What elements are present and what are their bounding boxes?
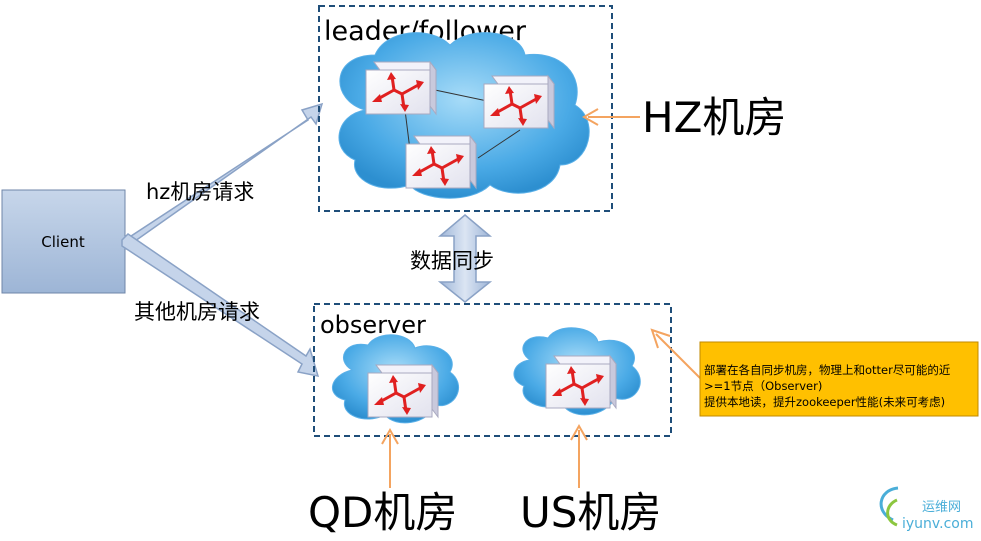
other-request-label: 其他机房请求 [134,300,260,324]
watermark-en: iyunv.com [902,516,973,532]
hz-router-2 [482,74,556,130]
observer-note-callout: 部署在各自同步机房，物理上和otter尽可能的近 >=1节点（Observer)… [650,328,979,417]
qd-router [366,363,440,419]
sync-label: 数据同步 [410,249,494,273]
hz-request-label: hz机房请求 [146,180,254,204]
hz-router-1 [364,60,438,116]
watermark-cn: 运维网 [922,500,961,515]
hz-links [404,89,521,159]
note-line-2: >=1节点（Observer) [704,379,822,393]
observer-cluster-box [313,303,672,437]
observer-box-title: observer [320,311,426,339]
watermark-logo: 运维网 iyunv.com [879,486,973,532]
hz-router-3 [404,134,478,190]
note-line-3: 提供本地读，提升zookeeper性能(未来可考虑) [704,395,945,409]
us-router [544,354,618,410]
hz-callout-arrow [581,108,640,126]
hz-room-label: HZ机房 [642,93,786,142]
sync-arrow [437,214,493,303]
us-room-label: US机房 [520,488,661,537]
us-callout-arrow [570,423,588,488]
qd-room-label: QD机房 [308,488,457,537]
note-line-1: 部署在各自同步机房，物理上和otter尽可能的近 [704,363,951,377]
client-label: Client [41,233,85,251]
hz-cluster-box [318,5,613,212]
qd-callout-arrow [381,427,399,488]
hz-request-arrow [124,102,324,248]
client-node: Client [1,189,126,294]
other-request-arrow [121,233,320,377]
